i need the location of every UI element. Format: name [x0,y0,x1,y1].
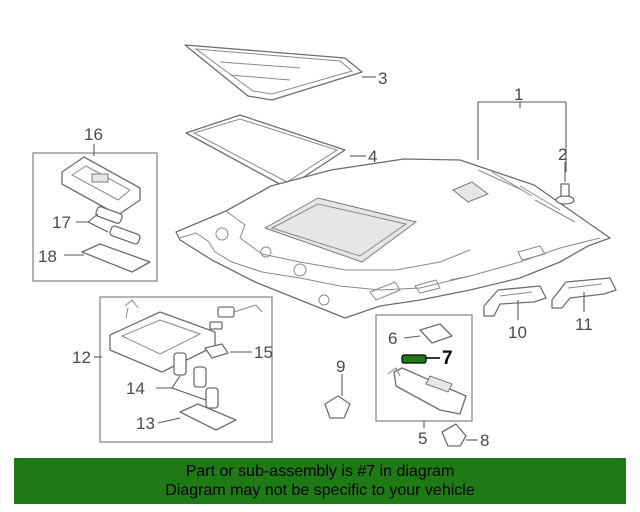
banner-line-1: Part or sub-assembly is #7 in diagram [185,463,455,480]
callout-18: 18 [38,247,57,266]
part-1-headliner[interactable] [175,158,611,319]
info-banner: Part or sub-assembly is #7 in diagram Di… [14,458,626,504]
part-7-highlighted-part[interactable] [401,354,427,364]
part-13-lens[interactable] [179,403,237,431]
parts-diagram: 1 2 3 4 5 6 7 8 9 10 11 12 13 14 15 16 1… [32,44,617,450]
part-10-grab-handle[interactable] [483,285,547,317]
callout-13: 13 [136,414,155,433]
part-16-map-lamp[interactable] [61,156,141,216]
callout-16: 16 [84,125,103,144]
callout-4: 4 [368,147,377,166]
callout-3: 3 [378,69,387,88]
callout-9: 9 [336,357,345,376]
callout-5: 5 [418,429,427,448]
part-8-visor-clip[interactable] [441,423,467,447]
callout-6: 6 [388,329,397,348]
part-5-sunvisor[interactable] [387,367,467,415]
part-6-mirror-cover[interactable] [419,323,453,344]
callout-15: 15 [254,343,273,362]
banner-line-2: Diagram may not be specific to your vehi… [165,482,475,499]
callout-10: 10 [508,323,527,342]
group-box-16 [32,152,158,282]
part-3-sunroof-panel[interactable] [184,44,363,101]
part-17-bulbs[interactable] [95,206,141,245]
callout-labels: 1 2 3 4 5 6 7 8 9 10 11 12 13 14 15 16 1… [38,69,593,450]
callout-14: 14 [126,379,145,398]
part-2-clip[interactable] [555,183,575,205]
leader-lines [64,76,585,441]
part-9-holder[interactable] [324,395,351,419]
callout-2: 2 [558,145,567,164]
part-15-switch[interactable] [204,343,229,359]
callout-1: 1 [514,85,523,104]
part-4-weatherstrip[interactable] [185,114,346,189]
callout-17: 17 [52,213,71,232]
part-14-bulbs[interactable] [173,352,219,409]
part-18-lens[interactable] [81,243,151,273]
group-box-12 [99,296,273,443]
callout-8: 8 [480,431,489,450]
callout-11: 11 [575,315,593,334]
callout-7: 7 [442,348,453,369]
callout-12: 12 [72,348,91,367]
